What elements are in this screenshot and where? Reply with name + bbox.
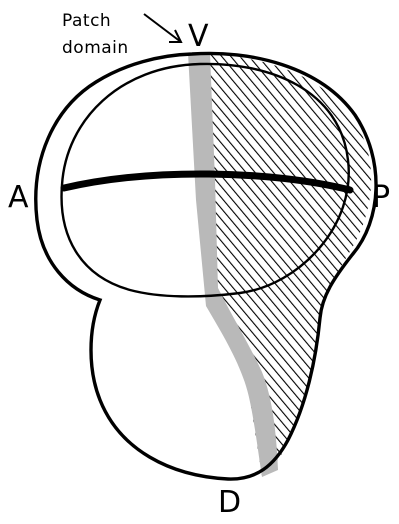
label-dorsal: D (218, 485, 241, 520)
annotation-label-patch: Patch (62, 11, 111, 31)
label-ventral: V (188, 19, 209, 54)
arrowhead-icon (169, 30, 181, 42)
label-posterior: P (372, 180, 390, 215)
label-anterior: A (8, 180, 29, 215)
annotation-label-domain: domain (62, 38, 129, 58)
annotation-arrow (144, 14, 181, 42)
